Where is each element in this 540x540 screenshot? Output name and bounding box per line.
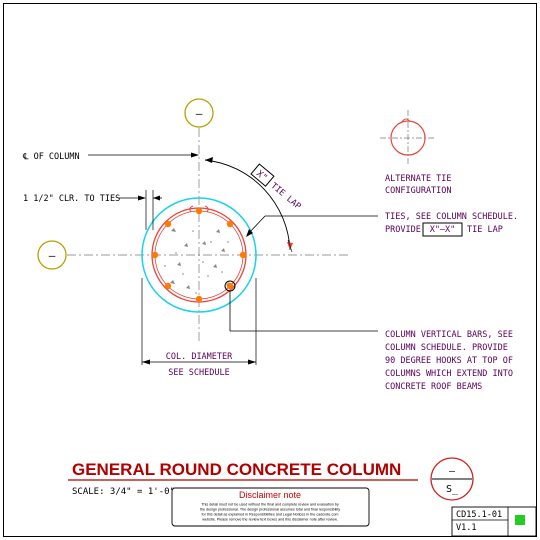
sheet-info-box: CD15.1-01 V1.1 bbox=[451, 506, 537, 537]
tie-lap-label: TIE LAP bbox=[269, 181, 303, 212]
disclaimer-line: for this detail as explained in Responsi… bbox=[202, 513, 339, 517]
svg-text:X"–X": X"–X" bbox=[430, 225, 456, 235]
disclaimer-line: the design professional. The design prof… bbox=[200, 508, 340, 512]
sheet-number: CD15.1-01 bbox=[456, 510, 502, 520]
svg-text:–: – bbox=[449, 466, 456, 477]
tie-lap-dimension: X" TIE LAP bbox=[204, 157, 303, 253]
tie-lap-hooks bbox=[189, 205, 209, 213]
svg-text:90 DEGREE HOOKS AT TOP OF: 90 DEGREE HOOKS AT TOP OF bbox=[385, 356, 513, 366]
rebar bbox=[164, 282, 172, 290]
grid-bubble-left: – bbox=[37, 240, 67, 270]
alt-tie-label-2: CONFIGURATION bbox=[385, 186, 452, 196]
leader-cl-column: ℄ OF COLUMN bbox=[22, 152, 199, 162]
leader-ties: TIES, SEE COLUMN SCHEDULE. PROVIDE X"–X"… bbox=[246, 212, 518, 237]
rebar bbox=[226, 220, 234, 228]
rebar bbox=[239, 251, 247, 259]
column-section bbox=[141, 197, 257, 313]
rebar bbox=[226, 282, 234, 290]
drawing-scale: SCALE: 3/4" = 1'-0" bbox=[72, 487, 175, 497]
svg-text:–: – bbox=[49, 249, 56, 262]
disclaimer-title: Disclaimer note bbox=[239, 490, 301, 500]
sheet-version: V1.1 bbox=[456, 523, 476, 533]
svg-text:℄ OF COLUMN: ℄ OF COLUMN bbox=[22, 152, 80, 162]
leader-vertical-bars: COLUMN VERTICAL BARS, SEE COLUMN SCHEDUL… bbox=[229, 291, 513, 392]
disclaimer-line: This detail must not be used without the… bbox=[201, 503, 339, 507]
svg-text:COLUMN SCHEDULE. PROVIDE: COLUMN SCHEDULE. PROVIDE bbox=[385, 343, 508, 353]
svg-text:–: – bbox=[196, 107, 203, 120]
column-centerlines bbox=[67, 128, 348, 342]
svg-text:PROVIDE: PROVIDE bbox=[385, 225, 421, 235]
rebar bbox=[164, 220, 172, 228]
drawing-title: GENERAL ROUND CONCRETE COLUMN bbox=[72, 460, 401, 479]
concrete-hatch bbox=[164, 228, 230, 294]
vertical-rebars bbox=[151, 207, 247, 303]
status-indicator bbox=[515, 515, 525, 525]
rebar bbox=[151, 251, 159, 259]
drawing-border bbox=[3, 3, 537, 537]
svg-text:COL. DIAMETER: COL. DIAMETER bbox=[166, 352, 233, 362]
rebar bbox=[195, 295, 203, 303]
disclaimer-line: website. Please remove the review text b… bbox=[202, 518, 337, 522]
svg-text:1 1/2" CLR. TO TIES: 1 1/2" CLR. TO TIES bbox=[23, 194, 120, 204]
svg-text:S_: S_ bbox=[446, 484, 459, 495]
svg-text:COLUMN VERTICAL BARS, SEE: COLUMN VERTICAL BARS, SEE bbox=[385, 330, 513, 340]
svg-text:TIE LAP: TIE LAP bbox=[467, 225, 503, 235]
column-outline-circle bbox=[141, 197, 257, 313]
alt-tie-label-1: ALTERNATE TIE bbox=[385, 174, 452, 184]
col-diameter-dimension: COL. DIAMETER SEE SCHEDULE bbox=[141, 278, 257, 378]
disclaimer-box: Disclaimer note This detail must not be … bbox=[171, 487, 370, 527]
section-mark: – S_ bbox=[430, 457, 474, 501]
alternate-tie-symbol bbox=[380, 110, 436, 166]
svg-text:SEE SCHEDULE: SEE SCHEDULE bbox=[168, 368, 229, 378]
svg-text:COLUMNS WHICH EXTEND INTO: COLUMNS WHICH EXTEND INTO bbox=[385, 369, 513, 379]
grid-bubble-top: – bbox=[184, 98, 214, 128]
svg-text:TIES, SEE COLUMN SCHEDULE.: TIES, SEE COLUMN SCHEDULE. bbox=[385, 212, 518, 222]
rebar bbox=[195, 207, 203, 215]
leader-clr-ties: 1 1/2" CLR. TO TIES bbox=[23, 190, 162, 230]
svg-text:CONCRETE ROOF BEAMS: CONCRETE ROOF BEAMS bbox=[385, 382, 482, 392]
